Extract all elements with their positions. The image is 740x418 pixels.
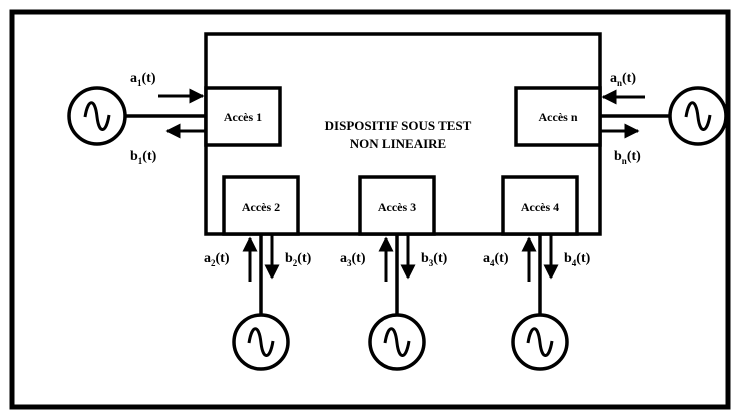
wave-b1-label: b1(t) — [130, 149, 157, 166]
source-3 — [368, 313, 426, 371]
outer-frame — [9, 9, 731, 410]
port-2-box — [222, 175, 300, 236]
port-3-label: Accès 3 — [378, 200, 416, 214]
port-2-label: Accès 2 — [242, 200, 280, 214]
source-2 — [232, 313, 290, 371]
wave-a3-label: a3(t) — [340, 251, 366, 268]
port-1-label: Accès 1 — [224, 110, 262, 124]
device-title-line2: NON LINEAIRE — [350, 136, 446, 151]
wave-a4-label: a4(t) — [483, 251, 509, 268]
wave-bn-label: bn(t) — [614, 149, 641, 166]
wave-an-label: an(t) — [610, 71, 636, 88]
port-4-label: Accès 4 — [521, 200, 559, 214]
wave-a2-label: a2(t) — [204, 251, 230, 268]
wave-a1-label: a1(t) — [130, 71, 156, 88]
wave-b3-label: b3(t) — [421, 251, 448, 268]
source-4 — [511, 313, 569, 371]
port-4-box — [501, 175, 579, 236]
wave-b2-label: b2(t) — [285, 251, 312, 268]
source-1 — [67, 86, 127, 146]
device-title-line1: DISPOSITIF SOUS TEST — [325, 118, 472, 133]
port-n-label: Accès n — [539, 110, 578, 124]
source-n — [668, 86, 728, 146]
wave-b4-label: b4(t) — [564, 251, 591, 268]
